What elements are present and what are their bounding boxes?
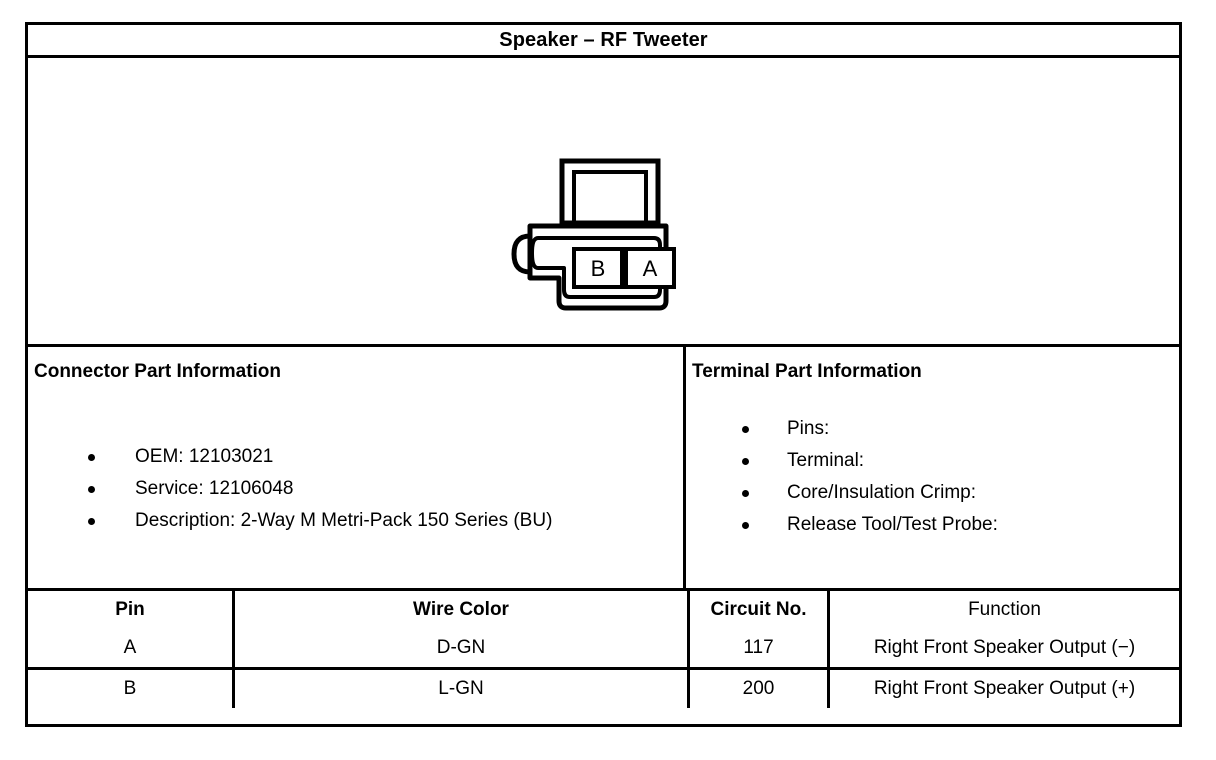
connector-datasheet: Speaker – RF Tweeter B A Connector Part … xyxy=(25,22,1182,727)
connector-part-heading: Connector Part Information xyxy=(34,361,282,382)
page-title: Speaker – RF Tweeter xyxy=(499,28,708,51)
cell-pin: B xyxy=(28,668,235,708)
terminal-part-panel: Terminal Part Information Pins: Terminal… xyxy=(686,347,1179,588)
connector-illustration-area: B A xyxy=(28,58,1179,347)
cavity-b-box xyxy=(572,247,624,289)
cell-circuit-no: 117 xyxy=(688,629,830,670)
terminal-part-list: Pins: Terminal: Core/Insulation Crimp: R… xyxy=(686,413,1179,541)
column-header-pin: Pin xyxy=(28,591,235,629)
cell-pin: A xyxy=(28,629,235,670)
list-item: Core/Insulation Crimp: xyxy=(686,477,1179,509)
terminal-part-heading: Terminal Part Information xyxy=(692,361,922,382)
cell-function: Right Front Speaker Output (−) xyxy=(828,629,1179,670)
cell-circuit-no: 200 xyxy=(688,668,830,708)
latch-tab-inner-icon xyxy=(572,170,648,225)
list-item: Terminal: xyxy=(686,445,1179,477)
part-information-panels: Connector Part Information OEM: 12103021… xyxy=(28,347,1179,591)
table-header-row: Pin Wire Color Circuit No. Function xyxy=(28,591,1179,629)
cavity-a-label: A xyxy=(643,256,658,281)
list-item: Pins: xyxy=(686,413,1179,445)
table-row: B L-GN 200 Right Front Speaker Output (+… xyxy=(28,668,1179,708)
cavity-a-box xyxy=(624,247,676,289)
column-header-circuit-no: Circuit No. xyxy=(688,591,830,629)
table-row: A D-GN 117 Right Front Speaker Output (−… xyxy=(28,629,1179,670)
cell-wire-color: D-GN xyxy=(233,629,690,670)
connector-part-list: OEM: 12103021 Service: 12106048 Descript… xyxy=(28,441,683,537)
cavity-b-label: B xyxy=(591,256,606,281)
list-item: Service: 12106048 xyxy=(28,473,683,505)
cell-wire-color: L-GN xyxy=(233,668,690,708)
list-item: Description: 2-Way M Metri-Pack 150 Seri… xyxy=(28,505,683,537)
list-item: OEM: 12103021 xyxy=(28,441,683,473)
list-item: Release Tool/Test Probe: xyxy=(686,509,1179,541)
pin-assignment-table: Pin Wire Color Circuit No. Function A D-… xyxy=(28,591,1179,708)
title-bar: Speaker – RF Tweeter xyxy=(28,25,1179,58)
cell-function: Right Front Speaker Output (+) xyxy=(873,678,1136,699)
column-header-function: Function xyxy=(968,599,1041,620)
column-header-wire-color: Wire Color xyxy=(233,591,690,629)
connector-part-panel: Connector Part Information OEM: 12103021… xyxy=(28,347,686,588)
connector-end-view-diagram: B A xyxy=(511,158,676,311)
